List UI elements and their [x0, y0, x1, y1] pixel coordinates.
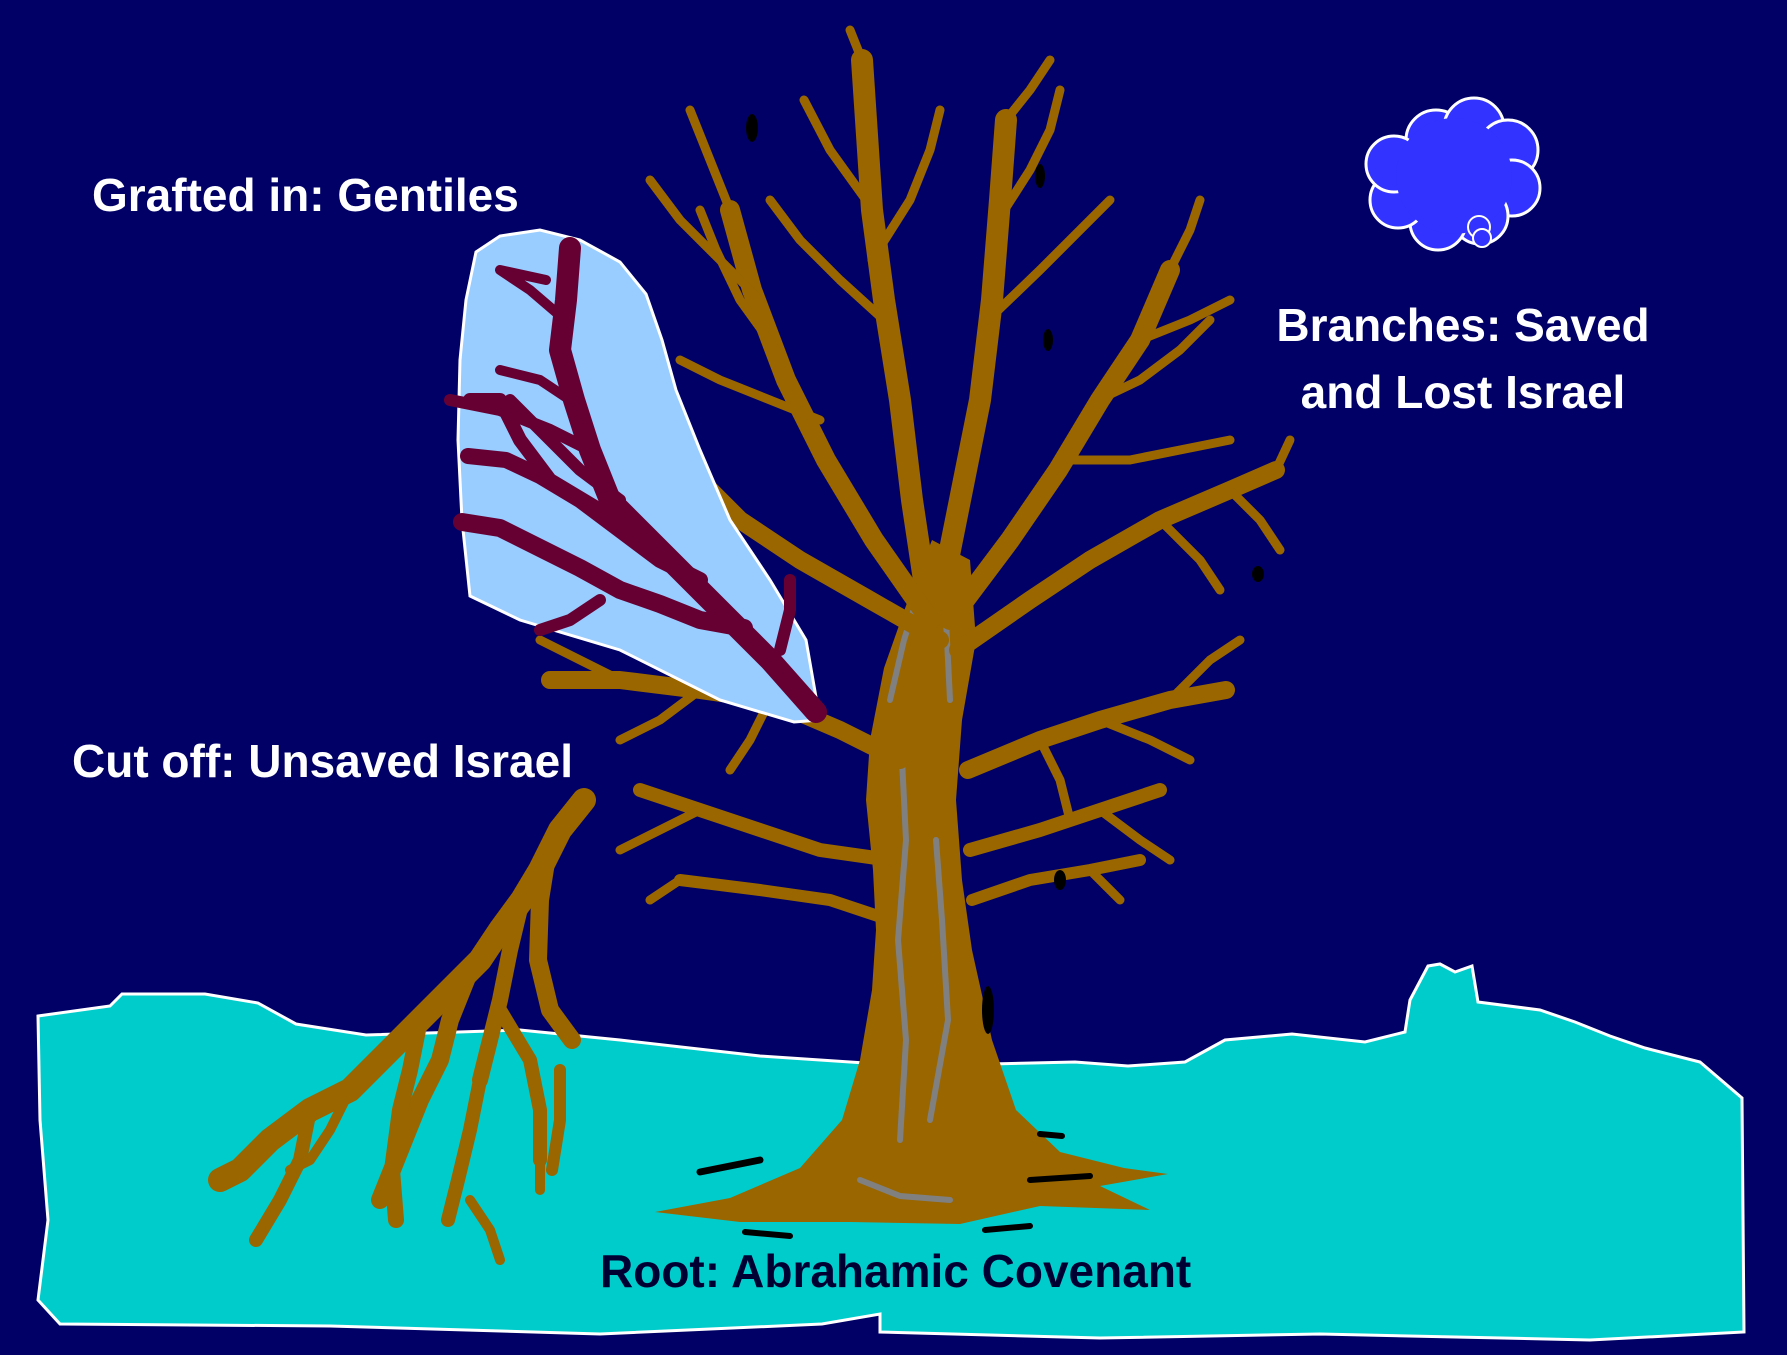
root-label: Root: Abrahamic Covenant [600, 1238, 1191, 1305]
branches-label-line-1: Branches: Saved [1258, 292, 1668, 359]
cut-off-label: Cut off: Unsaved Israel [72, 728, 573, 795]
grafted-in-label: Grafted in: Gentiles [92, 162, 519, 229]
branches-label-line-2: and Lost Israel [1258, 359, 1668, 426]
branches-label: Branches: Saved and Lost Israel [1258, 292, 1668, 425]
